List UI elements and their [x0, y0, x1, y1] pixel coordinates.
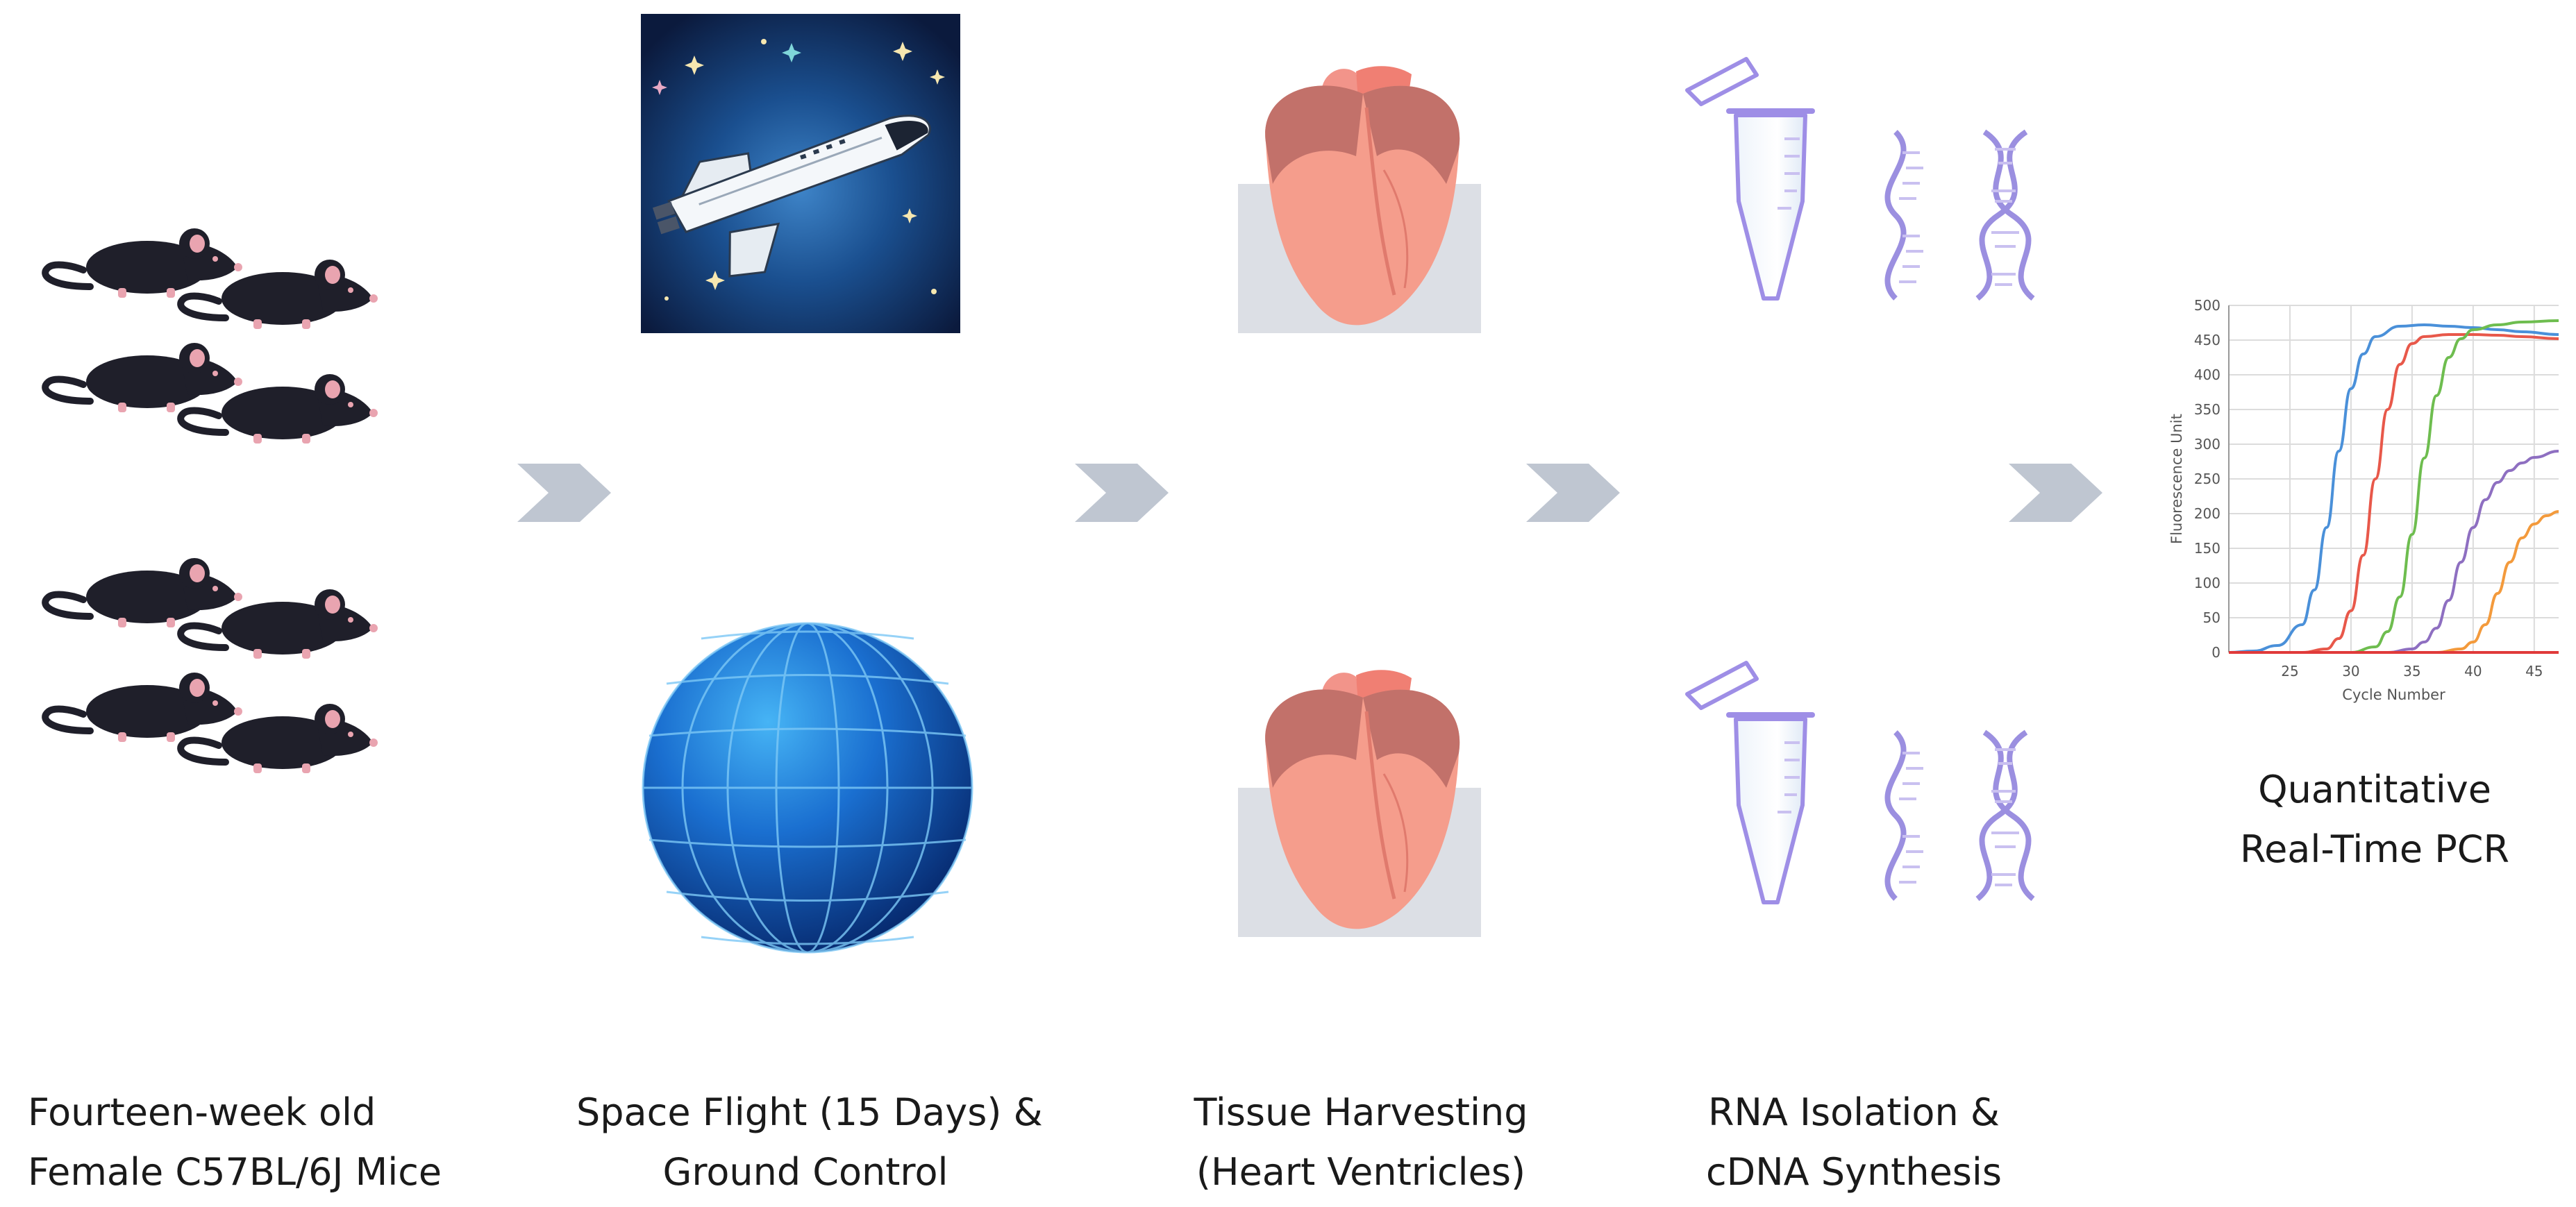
- x-tick-label: 45: [2525, 663, 2543, 680]
- mouse-icon: [45, 673, 242, 742]
- series-line: [2228, 323, 2559, 654]
- y-tick-label: 50: [2203, 609, 2220, 626]
- step-caption-pcr: Quantitative Real-Time PCR: [2208, 760, 2541, 879]
- heart-icon: [1238, 670, 1481, 937]
- y-tick-label: 500: [2194, 297, 2220, 314]
- x-tick-label: 35: [2403, 663, 2420, 680]
- dna-icon: [1977, 132, 2033, 298]
- step-caption-rna: RNA Isolation & cDNA Synthesis: [1687, 1083, 2021, 1202]
- mouse-group: [45, 228, 378, 773]
- chevron-icon: [2009, 464, 2102, 522]
- caption-line: (Heart Ventricles): [1196, 1150, 1526, 1194]
- y-tick-label: 200: [2194, 505, 2220, 522]
- y-tick-label: 300: [2194, 436, 2220, 453]
- caption-line: Fourteen-week old: [28, 1090, 376, 1134]
- step-caption-flight: Space Flight (15 Days) & Ground Control: [576, 1083, 1043, 1202]
- series-line: [2229, 510, 2559, 655]
- dna-icon: [1977, 732, 2033, 899]
- y-tick-label: 100: [2194, 575, 2220, 591]
- x-tick-label: 25: [2281, 663, 2298, 680]
- y-tick-label: 150: [2194, 540, 2220, 557]
- caption-line: Ground Control: [662, 1150, 948, 1194]
- y-tick-label: 400: [2194, 366, 2220, 383]
- space-shuttle-icon: [641, 14, 960, 333]
- series-line: [2229, 450, 2559, 654]
- chevron-icon: [1075, 464, 1169, 522]
- y-tick-label: 0: [2211, 644, 2220, 661]
- caption-line: Female C57BL/6J Mice: [28, 1150, 442, 1194]
- series-line: [2229, 333, 2559, 654]
- mouse-icon: [45, 343, 242, 412]
- caption-line: RNA Isolation &: [1708, 1090, 2000, 1134]
- y-axis-label: Fluorescence Unit: [2168, 414, 2185, 544]
- caption-line: Space Flight (15 Days) &: [576, 1090, 1043, 1134]
- globe-icon: [642, 622, 973, 954]
- caption-line: Tissue Harvesting: [1194, 1090, 1528, 1134]
- mouse-icon: [45, 228, 242, 298]
- series-line: [2229, 319, 2559, 655]
- y-tick-label: 250: [2194, 471, 2220, 487]
- x-tick-label: 40: [2464, 663, 2482, 680]
- mouse-icon: [45, 558, 242, 627]
- x-tick-label: 30: [2342, 663, 2359, 680]
- caption-line: Real-Time PCR: [2239, 827, 2510, 871]
- dna-icon: [1887, 732, 1923, 899]
- chevron-icon: [1526, 464, 1620, 522]
- x-axis-label: Cycle Number: [2342, 686, 2445, 703]
- step-caption-tissue: Tissue Harvesting (Heart Ventricles): [1180, 1083, 1541, 1202]
- caption-line: Quantitative: [2258, 768, 2491, 811]
- dna-icon: [1887, 132, 1923, 298]
- y-tick-label: 450: [2194, 332, 2220, 348]
- pcr-chart: 0 50 100 150 200 250 300 350 400 450 500 25 30 35 40 45…: [2168, 297, 2559, 703]
- step-caption-mice: Fourteen-week old Female C57BL/6J Mice: [28, 1083, 442, 1202]
- tube-icon: [1687, 663, 1812, 902]
- chevron-icon: [517, 464, 611, 522]
- caption-line: cDNA Synthesis: [1705, 1150, 2002, 1194]
- heart-icon: [1238, 66, 1481, 333]
- y-tick-label: 350: [2194, 401, 2220, 418]
- tube-icon: [1687, 59, 1812, 298]
